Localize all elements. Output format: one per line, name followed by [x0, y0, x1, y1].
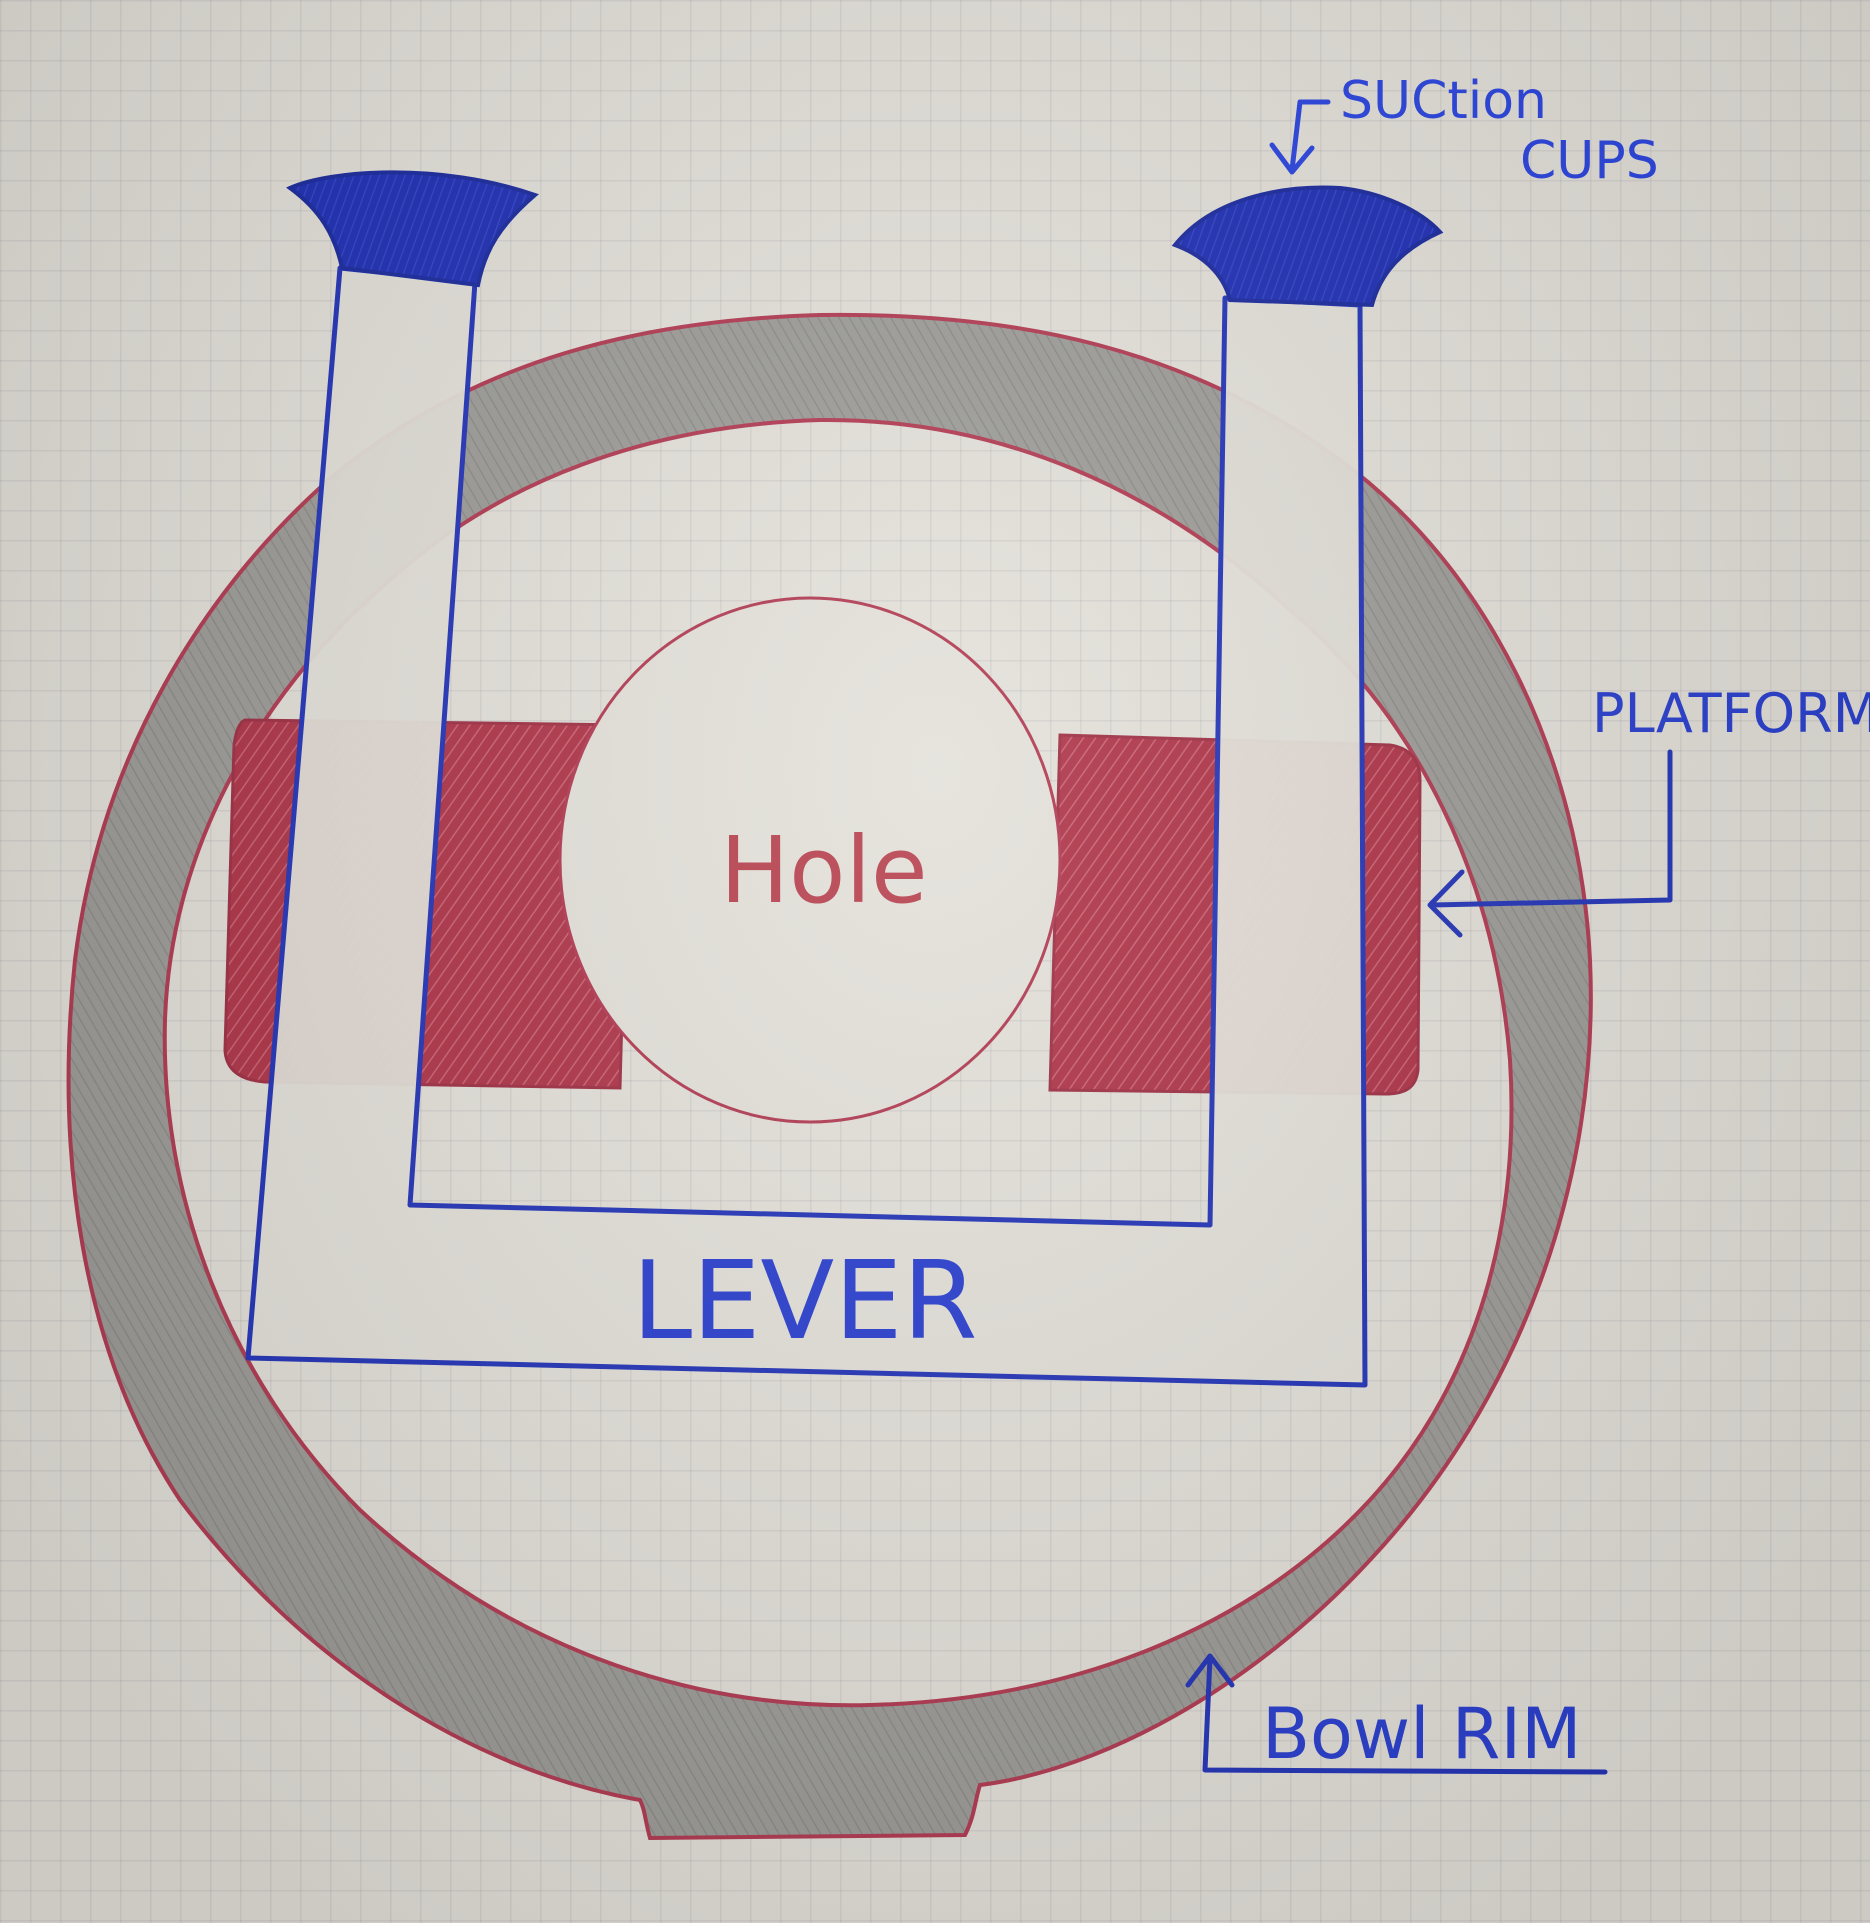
suction-cups-arrow: [1272, 102, 1328, 172]
platform-label: PLATFORM: [1592, 682, 1870, 745]
bowl-rim-label: Bowl RIM: [1262, 1693, 1581, 1775]
suction-cup-left: [290, 172, 535, 285]
suction-cups-label-line2: CUPS: [1520, 131, 1659, 191]
hole-label: Hole: [720, 817, 928, 924]
suction-cup-right: [1175, 188, 1440, 305]
lever-label: LEVER: [632, 1239, 978, 1364]
suction-cups-label-line1: SUCtion: [1340, 71, 1547, 131]
